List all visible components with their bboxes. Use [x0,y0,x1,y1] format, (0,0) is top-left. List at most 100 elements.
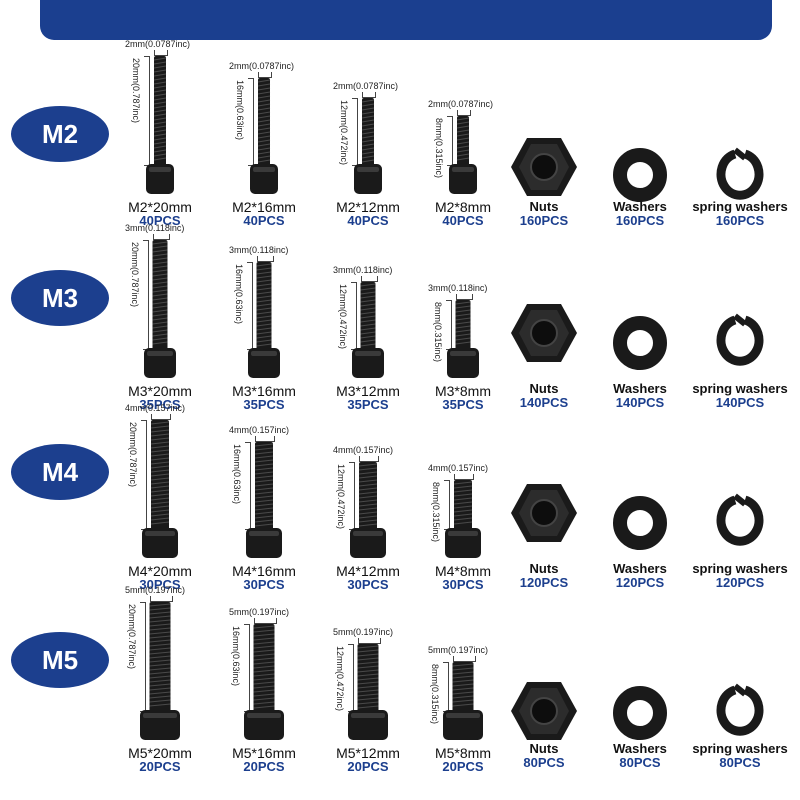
socket-cap-screw-icon [246,442,282,558]
piece-count: 40PCS [243,213,285,228]
hex-nut-icon [511,484,577,542]
thread-dimension-mark [452,656,476,662]
socket-cap-screw-icon [146,56,174,194]
thread-diameter-label: 2mm(0.0787inc) [428,99,494,109]
socket-cap-screw-icon [244,624,284,740]
hex-nut-icon [511,138,577,196]
piece-count: 120PCS [615,575,665,590]
thread-diameter-label: 3mm(0.118inc) [125,223,185,233]
screw-size-name: M4*12mm [336,563,400,579]
piece-count: 80PCS [719,755,761,770]
thread-diameter-label: 5mm(0.197inc) [333,627,394,637]
piece-count: 20PCS [139,759,181,774]
size-badge: M3 [11,270,109,326]
screw-size-name: M5*8mm [434,745,491,761]
piece-count: 80PCS [523,755,565,770]
thread-dimension-mark [253,618,277,624]
thread-dimension-mark [256,256,274,262]
socket-cap-screw-icon [352,282,384,378]
size-badge: M4 [11,444,109,500]
piece-count: 40PCS [139,213,181,228]
header-banner [40,0,772,40]
piece-count: 30PCS [139,577,181,592]
screw-size-name: M5*20mm [128,745,192,761]
screw-size-name: M5*16mm [232,745,296,761]
socket-cap-screw-icon [140,602,180,740]
spring-washer-label: spring washers [692,199,788,214]
piece-count: 160PCS [519,213,569,228]
piece-count: 80PCS [619,755,661,770]
piece-count: 35PCS [243,397,285,412]
flat-washer-icon [613,148,667,202]
thread-diameter-label: 5mm(0.197inc) [229,607,290,617]
screw-size-name: M2*8mm [434,199,491,215]
socket-cap-screw-icon [443,662,483,740]
nut-label: Nuts [529,381,559,396]
nut-label: Nuts [529,741,559,756]
thread-dimension-mark [360,276,378,282]
thread-diameter-label: 4mm(0.157inc) [125,403,186,413]
screw-size-name: M2*20mm [128,199,192,215]
nut-label: Nuts [529,561,559,576]
washer-label: Washers [613,199,667,214]
socket-cap-screw-icon [144,240,176,378]
piece-count: 40PCS [347,213,389,228]
thread-dimension-mark [154,50,168,56]
screw-size-name: M2*16mm [232,199,296,215]
size-badge: M2 [11,106,109,162]
piece-count: 30PCS [243,577,285,592]
piece-count: 20PCS [442,759,484,774]
piece-count: 160PCS [715,213,765,228]
thread-dimension-mark [255,436,275,442]
socket-cap-screw-icon [350,462,386,558]
flat-washer-icon [613,316,667,370]
screw-size-name: M3*8mm [434,383,491,399]
piece-count: 30PCS [442,577,484,592]
thread-diameter-label: 2mm(0.0787inc) [333,81,399,91]
socket-cap-screw-icon [250,78,278,194]
length-dimension-mark [352,98,358,166]
thread-diameter-label: 3mm(0.118inc) [333,265,393,275]
socket-cap-screw-icon [449,116,477,194]
piece-count: 20PCS [347,759,389,774]
washer-label: Washers [613,741,667,756]
socket-cap-screw-icon [248,262,280,378]
flat-washer-icon [613,686,667,740]
socket-cap-screw-icon [354,98,382,194]
spring-washer-icon [716,147,764,200]
washer-label: Washers [613,381,667,396]
thread-diameter-label: 5mm(0.197inc) [428,645,489,655]
thread-diameter-label: 2mm(0.0787inc) [229,61,295,71]
piece-count: 30PCS [347,577,389,592]
screw-size-name: M5*12mm [336,745,400,761]
thread-diameter-label: 3mm(0.118inc) [428,283,488,293]
hex-nut-icon [511,304,577,362]
spring-washer-icon [716,493,764,546]
flat-washer-icon [613,496,667,550]
thread-dimension-mark [359,456,379,462]
screw-size-name: M3*20mm [128,383,192,399]
socket-cap-screw-icon [445,480,481,558]
thread-dimension-mark [362,92,376,98]
